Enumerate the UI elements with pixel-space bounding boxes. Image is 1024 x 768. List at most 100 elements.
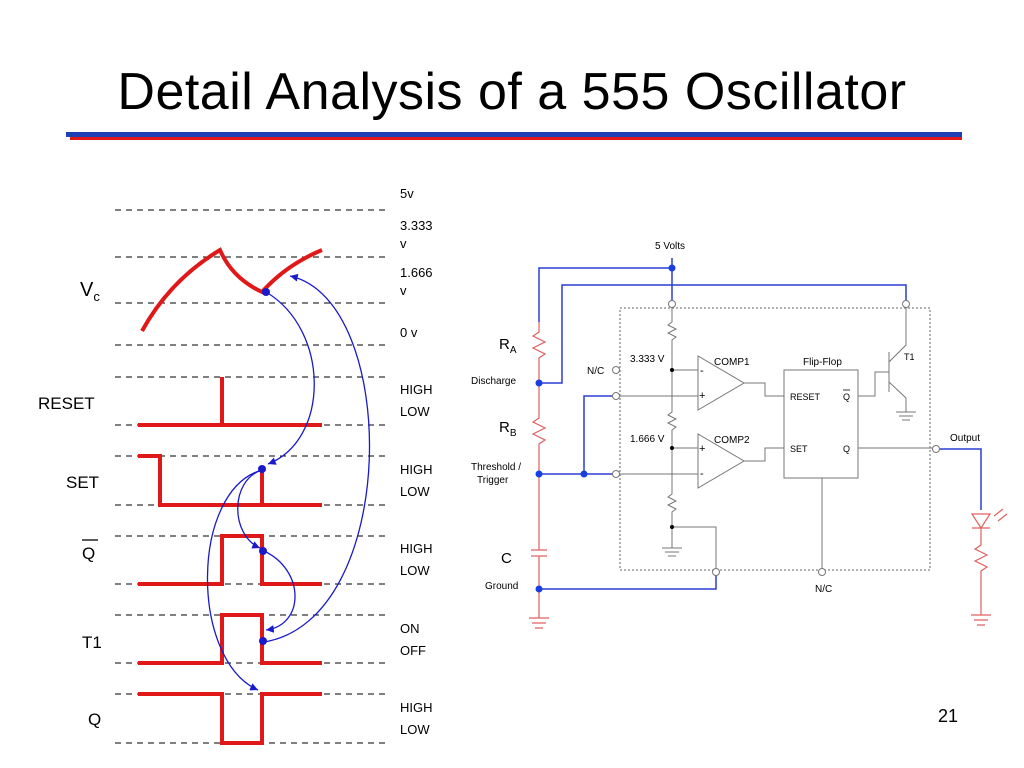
pin-ground: [712, 568, 720, 576]
node-ground-int: [670, 525, 674, 529]
set-dot: [258, 465, 266, 473]
signal-names: Vc RESET SET Q T1 Q: [38, 279, 102, 729]
wire-discharge-loop: [539, 284, 907, 384]
ra-label: RA: [499, 336, 517, 356]
arrow-vc-to-set: [265, 291, 315, 465]
internal-wiring: [612, 305, 934, 570]
wire-ground-internal: [672, 526, 717, 570]
vc-dot: [262, 288, 270, 296]
comp1-minus: -: [700, 365, 704, 377]
circuit-labels: 5 Volts RA Discharge RB Threshold / Trig…: [471, 241, 980, 595]
page-number: 21: [938, 706, 959, 726]
level-1v-a: 1.666: [400, 265, 433, 280]
vc-label-sub: c: [93, 289, 100, 304]
vc-label-main: V: [80, 279, 94, 301]
comp2-symbol: [697, 433, 745, 489]
chip-ground: [662, 547, 682, 557]
v-lower-label: 1.666 V: [630, 434, 665, 445]
internal-nodes: [670, 368, 674, 529]
ra-resistor: [531, 322, 547, 383]
slide-title: Detail Analysis of a 555 Oscillator: [117, 63, 907, 121]
output-label: Output: [950, 433, 980, 444]
reset-label: RESET: [38, 394, 95, 413]
t1-off-label: OFF: [400, 643, 426, 658]
arrow-t1-to-vc: [263, 273, 371, 643]
q-label: Q: [88, 710, 101, 729]
external-components: [529, 322, 1008, 629]
causality-dots: [258, 288, 270, 645]
comp2-label: COMP2: [714, 435, 750, 446]
divider-r3: [666, 448, 678, 548]
set-pin-label: SET: [790, 444, 808, 454]
waveforms: [138, 247, 323, 745]
q-pin-label: Q: [843, 444, 850, 454]
comp1-label: COMP1: [714, 357, 750, 368]
qbar-low-label: LOW: [400, 563, 430, 578]
discharge-node: [535, 379, 543, 387]
wire-qbar-t1: [858, 371, 889, 397]
set-label: SET: [66, 473, 99, 492]
flipflop-box: [783, 369, 859, 479]
discharge-label: Discharge: [471, 376, 516, 387]
led-rays: [993, 508, 1008, 522]
vc-waveform: [140, 247, 323, 332]
supply-node: [668, 264, 676, 272]
reset-low-label: LOW: [400, 404, 430, 419]
t1-dot: [259, 637, 267, 645]
pin-nc-left: [612, 366, 620, 374]
qbar-high-label: HIGH: [400, 541, 433, 556]
level-3v-a: 3.333: [400, 218, 433, 233]
divider-r2: [666, 370, 678, 448]
led-output: [970, 513, 992, 615]
ra-label-main: R: [499, 336, 510, 353]
level-3v-b: v: [400, 236, 407, 251]
rb-resistor: [531, 383, 547, 474]
t1-on-label: ON: [400, 621, 420, 636]
wire-trigger-loop: [583, 395, 616, 474]
t1-ground: [896, 411, 916, 421]
reset-waveform: [138, 377, 322, 427]
nc-bottom-label: N/C: [815, 584, 832, 595]
divider-r1: [666, 305, 678, 370]
comp2-plus: +: [699, 443, 705, 455]
title-underline-blue: [66, 132, 962, 137]
t1-waveform: [138, 613, 322, 665]
title-underline-red: [70, 137, 962, 140]
set-low-label: LOW: [400, 484, 430, 499]
pin-discharge: [902, 300, 910, 308]
rb-label-sub: B: [510, 428, 517, 439]
node-1v: [670, 446, 674, 450]
c-lead: [531, 474, 547, 618]
circuit-schematic: 5 Volts RA Discharge RB Threshold / Trig…: [471, 241, 1008, 629]
set-waveform: [138, 454, 322, 507]
pin-threshold: [612, 470, 620, 478]
arrow-qbar-to-t1: [263, 550, 296, 633]
level-labels: 5v 3.333 v 1.666 v 0 v HIGH LOW HIGH LOW…: [400, 186, 433, 737]
wire-comp1-reset: [744, 382, 784, 397]
threshold-node: [535, 470, 543, 478]
threshold-label: Threshold /: [471, 462, 521, 473]
causality-arrows: [206, 273, 371, 691]
nc-left-label: N/C: [587, 366, 604, 377]
reset-pin-label: RESET: [790, 392, 821, 402]
qbar-label: Q: [82, 544, 95, 563]
ground-symbol-right: [971, 614, 991, 626]
comp1-plus: +: [699, 390, 705, 402]
comp2-minus: -: [700, 468, 704, 480]
rb-label: RB: [499, 419, 517, 439]
wire-output: [938, 448, 982, 510]
chip-boundary: [619, 307, 931, 571]
ground-symbol-left: [529, 617, 549, 629]
trigger-node: [580, 470, 588, 478]
level-5v: 5v: [400, 186, 414, 201]
rb-label-main: R: [499, 419, 510, 436]
flipflop-label: Flip-Flop: [803, 357, 842, 368]
wire-supply-top: [538, 267, 672, 322]
level-0v: 0 v: [400, 325, 418, 340]
trigger-label: Trigger: [477, 475, 509, 486]
pin-circles: [612, 300, 940, 576]
q-high-label: HIGH: [400, 700, 433, 715]
pin-nc-bottom: [818, 568, 826, 576]
q-waveform: [138, 692, 322, 745]
